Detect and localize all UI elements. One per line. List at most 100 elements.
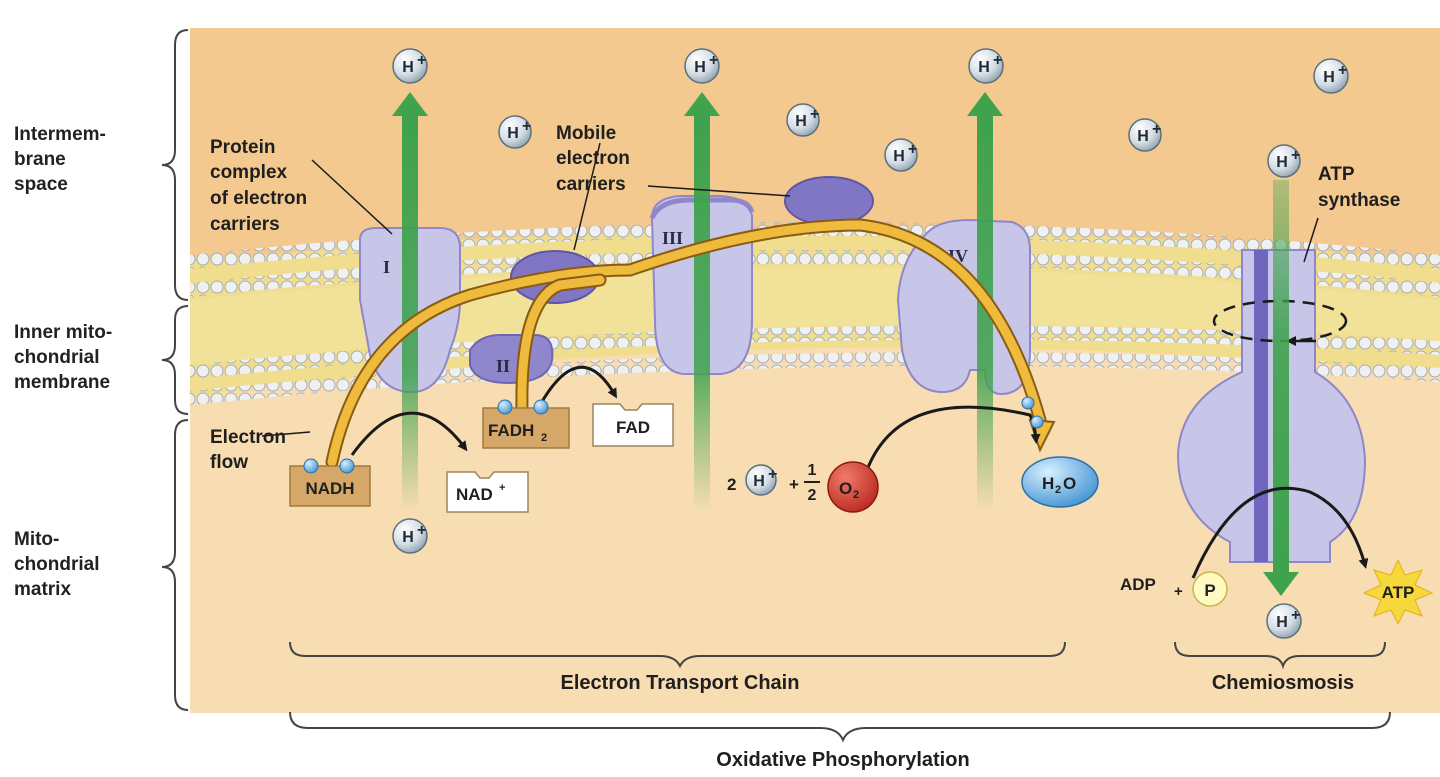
h-ion: H+ xyxy=(1128,118,1162,152)
callout-protein-line2: complex xyxy=(210,162,288,183)
h-ion-charge: + xyxy=(810,106,819,123)
h-ion-label: H xyxy=(402,529,414,546)
h-ion: H+ xyxy=(884,138,918,172)
h-ion-label: H xyxy=(893,148,905,165)
water-molecule: H 2 O xyxy=(1021,456,1099,508)
complex-ii-label: II xyxy=(496,356,510,376)
bottom-braces xyxy=(289,641,1391,743)
h-ion: H+ xyxy=(968,48,1004,84)
h-coefficient: 2 xyxy=(727,475,736,494)
h-ion: H+ xyxy=(498,115,532,149)
h-ion: H+ xyxy=(1266,603,1302,639)
callout-atp-synthase: ATP synthase xyxy=(1318,164,1400,211)
etc-label: Electron Transport Chain xyxy=(561,672,800,694)
nad-box: NAD + xyxy=(446,471,529,513)
o2-subscript: 2 xyxy=(853,489,859,501)
h2o-h: H xyxy=(1042,474,1054,493)
h-ion-charge: + xyxy=(1291,607,1300,624)
atp-production: ADP + P ATP xyxy=(1120,558,1434,626)
h2o-subscript: 2 xyxy=(1055,484,1061,496)
h-ion-charge: + xyxy=(768,466,777,483)
label-mitochondrial-matrix: Mito- chondrial matrix xyxy=(14,529,100,600)
callout-protein-complex: Protein complex of electron carriers xyxy=(210,137,307,235)
proton-ions: H+H+H+H+H+H+H+H+H+H+H+H+ xyxy=(392,48,1349,639)
atp-label: ATP xyxy=(1382,583,1415,602)
fadh2-label: FADH xyxy=(488,421,534,440)
h-ion: H+ xyxy=(786,103,820,137)
callout-atp-line1: ATP xyxy=(1318,164,1355,185)
electrons-near-complex-iv xyxy=(1021,396,1044,429)
phosphate-circle xyxy=(1192,571,1228,607)
callout-mobile-line2: electron xyxy=(556,148,630,169)
h-ion-charge: + xyxy=(417,522,426,539)
oxygen-reaction: 2 + 1 2 O 2 xyxy=(727,461,879,513)
fadh2-subscript: 2 xyxy=(541,432,547,444)
fad-box: FAD xyxy=(592,403,674,447)
adp-label: ADP xyxy=(1120,575,1156,594)
phosphate-label: P xyxy=(1204,581,1215,600)
h-ion-charge: + xyxy=(993,52,1002,69)
h-ion-label: H xyxy=(1276,154,1288,171)
callout-electron-line1: Electron xyxy=(210,427,286,448)
h-ion-label: H xyxy=(795,113,807,130)
h-ion-charge: + xyxy=(1338,62,1347,79)
h-ion-label: H xyxy=(1137,128,1149,145)
h-ion-label: H xyxy=(694,59,706,76)
h-ion-label: H xyxy=(978,59,990,76)
h-ion: H+ xyxy=(1313,58,1349,94)
h-ion-charge: + xyxy=(709,52,718,69)
nadh-box: NADH xyxy=(289,458,371,507)
reaction-plus: + xyxy=(789,475,799,494)
oxygen-molecule xyxy=(827,461,879,513)
cytochrome-c-carrier xyxy=(784,176,874,226)
complex-ii: II xyxy=(469,334,554,385)
half-numerator: 1 xyxy=(808,462,817,479)
complex-iii-label: III xyxy=(662,228,683,248)
complex-i-label: I xyxy=(383,257,390,277)
h-ion: H+ xyxy=(392,518,428,554)
h-ion: H+ xyxy=(392,48,428,84)
callout-electron-line2: flow xyxy=(210,452,248,473)
h-ion-charge: + xyxy=(417,52,426,69)
h-ion-label: H xyxy=(507,125,519,142)
proton-pump-arrows xyxy=(392,92,1299,596)
callout-mobile-line1: Mobile xyxy=(556,123,616,144)
h-ion: H+ xyxy=(745,464,777,496)
fadh2-box: FADH 2 xyxy=(482,399,570,449)
adp-plus: + xyxy=(1174,583,1183,600)
h-ion-charge: + xyxy=(1291,147,1300,164)
h-ion-label: H xyxy=(402,59,414,76)
callout-protein-line3: of electron xyxy=(210,188,307,209)
label-intermembrane-space: Intermem- brane space xyxy=(14,124,106,195)
callout-mobile-line3: carriers xyxy=(556,174,626,195)
h2o-o: O xyxy=(1063,474,1076,493)
o2-o: O xyxy=(839,479,852,498)
region-braces xyxy=(161,29,189,711)
h-ion: H+ xyxy=(1267,144,1301,178)
h-ion-charge: + xyxy=(908,141,917,158)
atp-synthase xyxy=(1176,249,1367,563)
callout-lines xyxy=(261,142,1319,437)
h-ion: H+ xyxy=(684,48,720,84)
h-ion-charge: + xyxy=(1152,121,1161,138)
oxphos-label: Oxidative Phosphorylation xyxy=(716,749,969,771)
half-denominator: 2 xyxy=(808,487,817,504)
callout-atp-line2: synthase xyxy=(1318,190,1400,211)
fad-label: FAD xyxy=(616,418,650,437)
callout-electron-flow: Electron flow xyxy=(210,427,286,473)
atp-burst-icon xyxy=(1362,558,1434,626)
chemiosmosis-label: Chemiosmosis xyxy=(1212,672,1354,694)
h-ion-label: H xyxy=(1276,614,1288,631)
h-ion-label: H xyxy=(753,473,765,490)
callout-protein-line1: Protein xyxy=(210,137,275,158)
nad-charge: + xyxy=(499,482,505,494)
label-inner-membrane: Inner mito- chondrial membrane xyxy=(14,322,113,393)
nadh-label: NADH xyxy=(305,479,354,498)
callout-mobile-carriers: Mobile electron carriers xyxy=(556,123,630,195)
h-ion-charge: + xyxy=(522,118,531,135)
h-ion-label: H xyxy=(1323,69,1335,86)
callout-protein-line4: carriers xyxy=(210,214,280,235)
nad-label: NAD xyxy=(456,485,493,504)
